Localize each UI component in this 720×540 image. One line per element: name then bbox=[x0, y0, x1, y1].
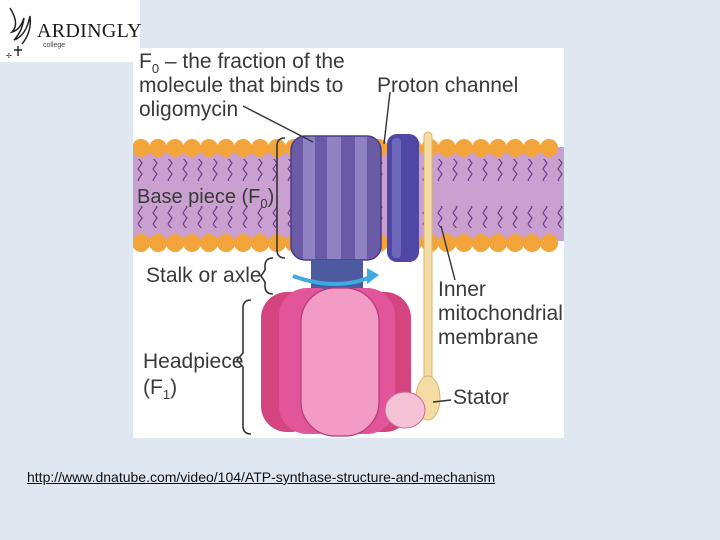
stalk-label: Stalk or axle bbox=[146, 264, 262, 287]
base-piece-label: Base piece (F0) bbox=[137, 186, 275, 211]
f0-bracket bbox=[276, 137, 286, 259]
inner-membrane-line1: Inner bbox=[438, 278, 486, 301]
inner-membrane-line3: membrane bbox=[438, 326, 539, 349]
f0-leader bbox=[242, 105, 314, 143]
logo-wordmark: ARDINGLY bbox=[37, 20, 142, 42]
proton-channel-label: Proton channel bbox=[377, 74, 519, 97]
diagram-graphic bbox=[133, 91, 564, 437]
atp-synthase-diagram: F0 – the fraction of the molecule that b… bbox=[133, 48, 564, 438]
crest-icon: ✢ bbox=[6, 7, 32, 60]
proton-channel-subunit bbox=[387, 134, 419, 262]
headpiece-f1-label: (F1) bbox=[143, 376, 178, 403]
logo-subtitle: college bbox=[43, 42, 66, 49]
stator bbox=[384, 131, 441, 429]
headpiece-bracket bbox=[235, 299, 252, 435]
inner-membrane-line2: mitochondrial bbox=[438, 302, 563, 325]
f0-fraction-label: F0 – the fraction of the bbox=[139, 50, 345, 77]
stator-leader bbox=[432, 399, 452, 403]
svg-text:✢: ✢ bbox=[6, 52, 12, 60]
f0-base-piece bbox=[290, 135, 382, 261]
source-link[interactable]: http://www.dnatube.com/video/104/ATP-syn… bbox=[27, 469, 496, 485]
stalk-bracket bbox=[260, 257, 274, 295]
f0-fraction-line3: oligomycin bbox=[139, 98, 239, 121]
membrane-leader bbox=[440, 225, 456, 281]
stator-label: Stator bbox=[453, 386, 510, 409]
college-logo: ✢ ARDINGLY college bbox=[0, 0, 142, 62]
f0-fraction-line2: molecule that binds to bbox=[139, 74, 344, 97]
proton-channel-leader bbox=[383, 91, 391, 145]
f1-headpiece bbox=[261, 287, 411, 437]
headpiece-label: Headpiece bbox=[143, 350, 244, 373]
